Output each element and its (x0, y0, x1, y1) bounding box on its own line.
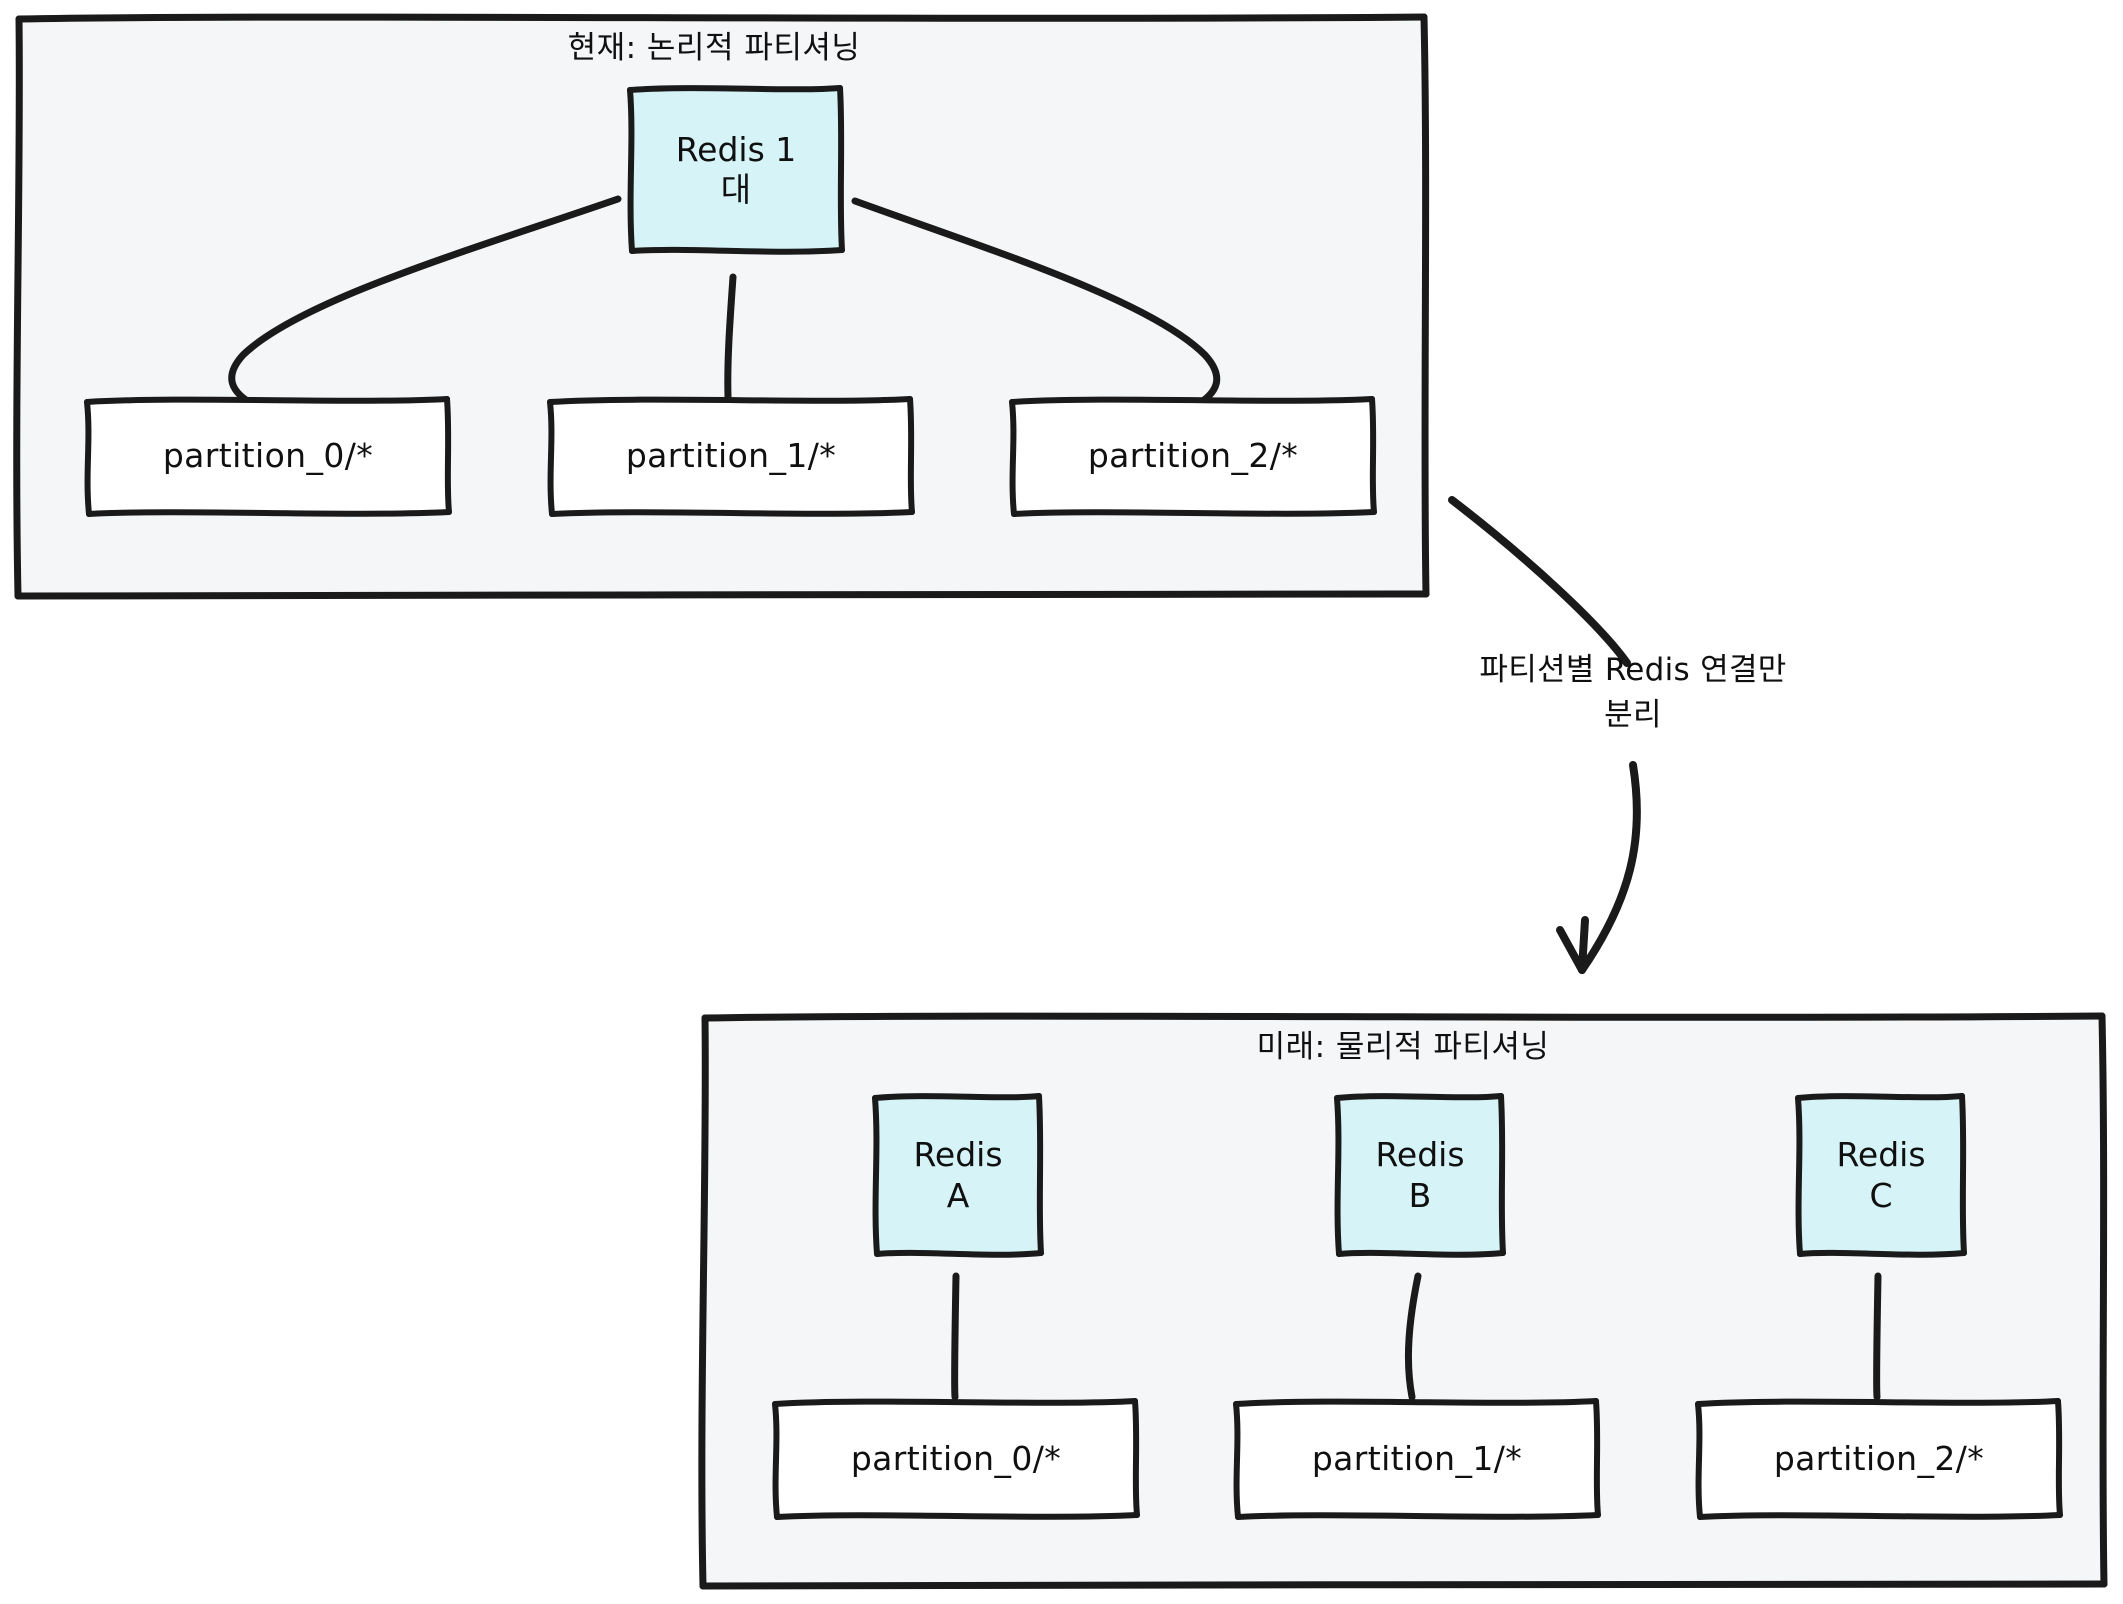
edge-redis-c-to-partition-2 (1873, 1272, 1882, 1401)
edge-transition-label: 파티션별 Redis 연결만 분리 (1479, 652, 1787, 733)
node-redis-c-label: Redis C (1836, 1135, 1926, 1215)
edge-redis-to-partition-1 (724, 273, 737, 401)
node-bottom-partition-2-label: partition_2/* (1773, 1438, 1985, 1478)
node-top-partition-2-label: partition_2/* (1087, 436, 1299, 476)
group-title-current: 현재: 논리적 파티셔닝 (567, 30, 861, 66)
node-redis-single-label: Redis 1 대 (675, 129, 797, 209)
node-bottom-partition-0-label: partition_0/* (850, 1438, 1062, 1478)
node-bottom-partition-1-label: partition_1/* (1311, 1438, 1523, 1478)
edge-redis-a-to-partition-0 (951, 1272, 960, 1401)
edge-redis-to-partition-0 (228, 195, 622, 418)
node-top-partition-1-label: partition_1/* (625, 436, 837, 476)
edge-redis-b-to-partition-1 (1404, 1272, 1422, 1401)
node-top-partition-0-label: partition_0/* (162, 436, 374, 476)
edge-redis-to-partition-2 (851, 197, 1221, 418)
node-redis-b-label: Redis B (1375, 1135, 1465, 1215)
node-redis-a-label: Redis A (913, 1135, 1003, 1215)
group-title-future: 미래: 물리적 파티셔닝 (1256, 1029, 1550, 1065)
